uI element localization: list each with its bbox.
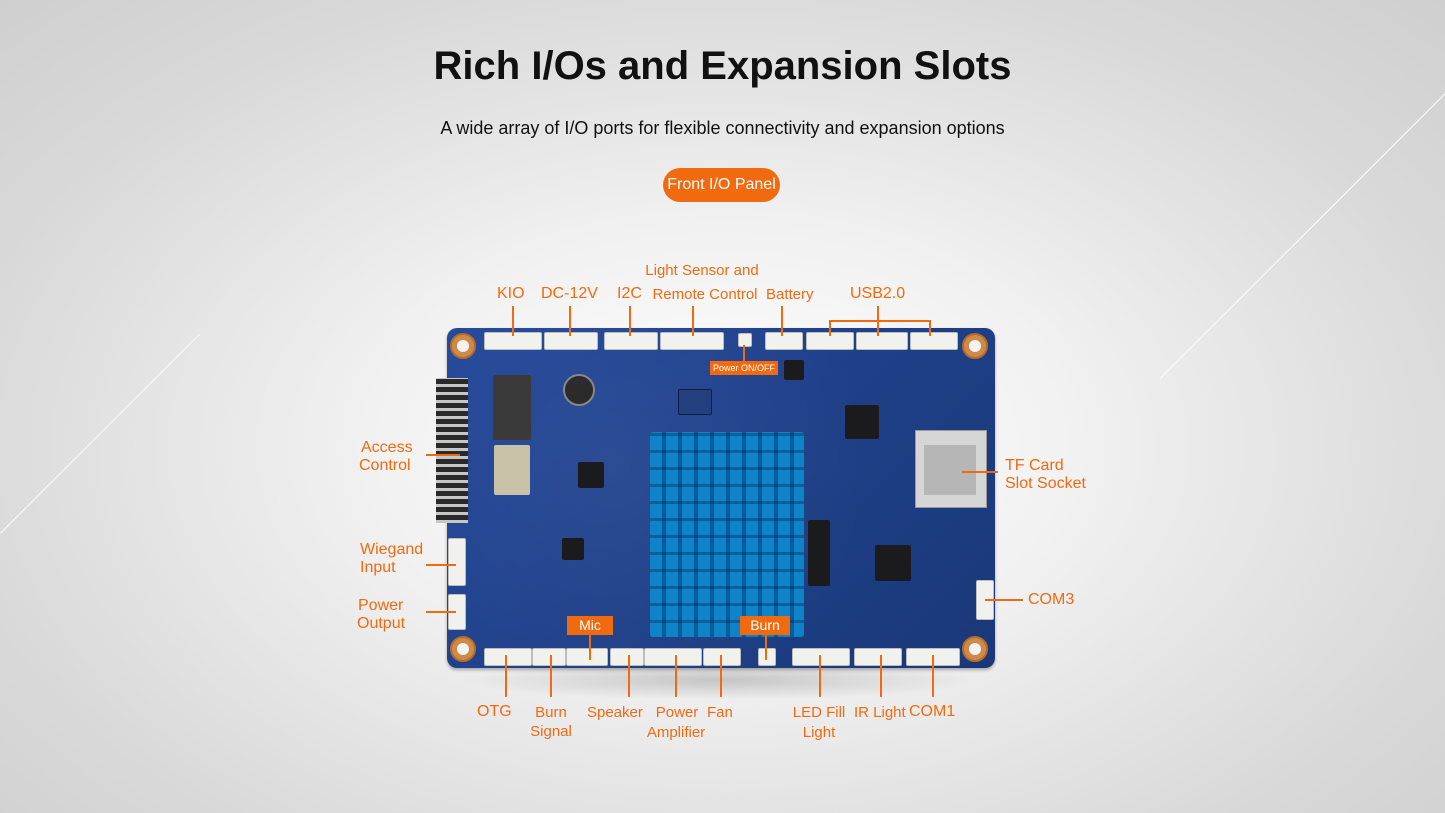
label-burn-signal-line2: Signal: [530, 723, 572, 740]
leader-line: [550, 655, 552, 697]
leader-line: [675, 655, 677, 697]
leader-line: [720, 655, 722, 697]
connector-speaker: [610, 648, 644, 666]
leader-line: [569, 306, 571, 336]
decorative-line-left: [0, 333, 201, 534]
leader-line: [765, 634, 767, 660]
chip-icon: [875, 545, 911, 581]
page-title: Rich I/Os and Expansion Slots: [433, 44, 1012, 88]
leader-line: [962, 471, 998, 473]
leader-line: [589, 634, 591, 660]
leader-line: [505, 655, 507, 697]
label-led-fill-line1: LED Fill: [792, 704, 846, 721]
burn-button-icon: [758, 648, 776, 666]
chip-icon: [845, 405, 879, 439]
label-tf-card-line1: TF Card: [1005, 457, 1064, 474]
power-on-off-tag: Power ON/OFF: [710, 361, 779, 375]
label-fan: Fan: [707, 704, 733, 721]
label-led-fill-line2: Light: [802, 724, 836, 741]
chip-icon: [808, 520, 830, 586]
leader-line: [426, 564, 456, 566]
label-power-output-line1: Power: [358, 597, 404, 614]
leader-line: [929, 320, 931, 336]
connector-battery: [765, 332, 803, 350]
power-switch-icon: [738, 333, 752, 347]
mount-hole-icon: [450, 333, 476, 359]
leader-line: [629, 306, 631, 336]
label-otg: OTG: [477, 703, 512, 720]
chip-icon: [678, 389, 712, 415]
label-speaker: Speaker: [587, 704, 643, 721]
leader-line: [819, 655, 821, 697]
label-battery: Battery: [766, 286, 814, 303]
leader-line: [426, 611, 456, 613]
label-i2c: I2C: [617, 285, 642, 302]
connector-otg: [484, 648, 532, 666]
leader-line: [985, 599, 1023, 601]
connector-usb-3: [910, 332, 958, 350]
connector-power-amp: [644, 648, 702, 666]
chip-icon: [494, 445, 530, 495]
label-usb20: USB2.0: [850, 285, 906, 302]
capacitor-icon: [563, 374, 595, 406]
label-access-control-line2: Control: [359, 457, 411, 474]
connector-burn-signal: [532, 648, 566, 666]
leader-line: [781, 306, 783, 336]
connector-dc12v: [544, 332, 598, 350]
heatsink-icon: [650, 432, 804, 637]
connector-led-fill: [792, 648, 850, 666]
label-dc12v: DC-12V: [541, 285, 598, 302]
leader-line: [880, 655, 882, 697]
leader-line: [829, 320, 831, 336]
label-light-sensor-line2: Remote Control: [652, 286, 758, 303]
connector-ir-light: [854, 648, 902, 666]
connector-mic: [566, 648, 608, 666]
label-power-amp-line1: Power: [655, 704, 699, 721]
mount-hole-icon: [962, 333, 988, 359]
label-wiegand-line1: Wiegand: [360, 541, 424, 558]
leader-line: [426, 454, 460, 456]
burn-tag: Burn: [740, 616, 790, 635]
label-wiegand-line2: Input: [360, 559, 396, 576]
label-power-amp-line2: Amplifier: [646, 724, 706, 741]
label-kio: KIO: [497, 285, 525, 302]
label-access-control-line1: Access: [361, 439, 413, 456]
label-tf-card-line2: Slot Socket: [1005, 475, 1086, 492]
connector-wiegand: [448, 538, 466, 586]
label-ir-light: IR Light: [854, 704, 906, 721]
mic-tag: Mic: [567, 616, 613, 635]
pin-header-icon: [436, 378, 468, 523]
connector-usb-2: [856, 332, 908, 350]
leader-line: [512, 306, 514, 336]
connector-i2c: [604, 332, 658, 350]
leader-line: [743, 345, 745, 361]
chip-icon: [578, 462, 604, 488]
chip-icon: [493, 375, 531, 440]
mount-hole-icon: [962, 636, 988, 662]
mount-hole-icon: [450, 636, 476, 662]
tab-front-io-panel[interactable]: Front I/O Panel: [663, 168, 780, 202]
leader-line: [829, 320, 931, 322]
label-com3: COM3: [1028, 591, 1075, 608]
leader-line: [932, 655, 934, 697]
label-light-sensor-line1: Light Sensor and: [645, 262, 759, 279]
connector-fan: [703, 648, 741, 666]
leader-line: [628, 655, 630, 697]
page-subtitle: A wide array of I/O ports for flexible c…: [440, 118, 1005, 138]
chip-icon: [784, 360, 804, 380]
leader-line: [692, 306, 694, 336]
tf-card-slot-icon: [915, 430, 987, 508]
label-burn-signal-line1: Burn: [535, 704, 567, 721]
label-com1: COM1: [909, 703, 956, 720]
label-power-output-line2: Output: [357, 615, 406, 632]
chip-icon: [562, 538, 584, 560]
